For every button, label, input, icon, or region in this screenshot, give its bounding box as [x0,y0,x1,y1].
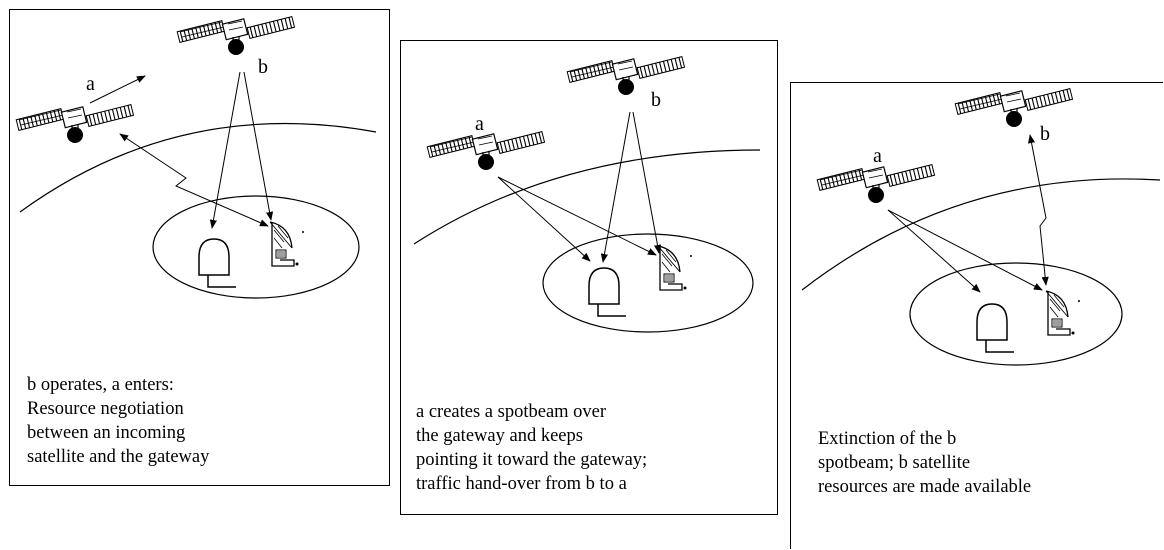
panel-1-caption: b operates, a enters: Resource negotiati… [27,375,210,467]
caption-line: traffic hand-over from b to a [416,474,627,494]
caption-line: resources are made available [818,477,1031,497]
caption-line: satellite and the gateway [27,447,210,467]
beam-b-gateway [632,111,662,254]
earth-curve [413,149,761,245]
panel-2-frame [400,40,778,515]
panel-2-caption: a creates a spotbeam over the gateway an… [416,402,652,494]
caption-line: between an incoming [27,423,185,443]
gateway-antenna-icon [1045,290,1081,336]
satellite-b-label: b [1040,123,1050,145]
caption-line: b operates, a enters: [27,375,174,395]
motion-arrow [89,75,146,104]
panel-3-frame [790,82,1163,549]
negotiation-link [119,133,269,227]
caption-line: a creates a spotbeam over [416,402,606,422]
caption-line: pointing it toward the gateway; [416,450,647,470]
earth-curve [801,178,1161,291]
beam-b-terminal [600,111,631,263]
beam-a-terminal [887,209,981,293]
gateway-coverage-area [542,233,754,333]
satellite-a-label: a [873,145,882,167]
satellite-b-label: b [651,89,661,111]
panel-3: a b Extinction of the b spotbeam; b sate… [790,82,1163,549]
caption-line: Extinction of the b [818,429,956,449]
beam-a-gateway [887,209,1043,291]
caption-line: spotbeam; b satellite [818,453,970,473]
release-signaling-link [1027,134,1049,286]
panel-1: a b b operates, a enters: Resource negot… [9,9,390,486]
beam-a-terminal [497,176,591,262]
satellite-b-label: b [258,56,268,78]
caption-line: Resource negotiation [27,399,184,419]
panel-3-caption: Extinction of the b spotbeam; b satellit… [818,429,1031,497]
caption-line: the gateway and keeps [416,426,583,446]
satellite-a-label: a [86,73,95,95]
panel-1-frame [9,9,390,486]
beam-a-gateway [497,176,657,256]
gateway-coverage-area [909,262,1123,366]
satellite-a-label: a [475,113,484,135]
panel-2: a b a creates a spotbeam over the gatewa… [400,40,778,515]
satellite-a-icon [816,164,936,204]
user-terminal-icon [976,303,1015,353]
satellite-b-icon [954,88,1074,128]
